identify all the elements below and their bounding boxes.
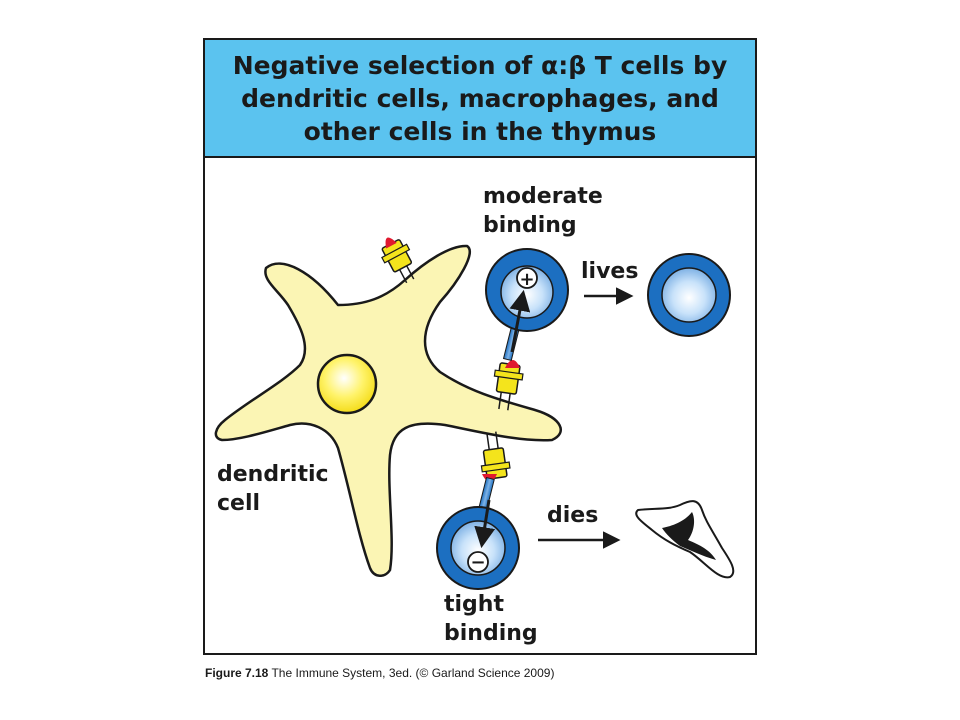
label-tight: tight xyxy=(444,592,504,617)
title-line-2: dendritic cells, macrophages, and xyxy=(241,83,719,113)
t-cell-survivor xyxy=(647,253,731,337)
t-cell-tight xyxy=(436,506,520,590)
signal-arrow-down xyxy=(474,499,496,549)
apoptotic-cell xyxy=(635,500,735,579)
label-binding-bottom: binding xyxy=(444,621,538,646)
title-line-3: other cells in the thymus xyxy=(303,116,657,146)
label-cell: cell xyxy=(217,491,261,516)
label-dendritic: dendritic xyxy=(217,462,329,487)
signal-arrow-up xyxy=(509,289,531,353)
minus-sign-circle xyxy=(467,551,489,573)
alpha-beta-symbol: α:β xyxy=(541,50,587,80)
title-banner: Negative selection of α:β T cells by den… xyxy=(205,40,755,158)
peptide-moderate xyxy=(505,360,520,368)
caption-text: The Immune System, 3ed. (© Garland Scien… xyxy=(268,666,555,680)
plus-sign-circle xyxy=(516,267,538,289)
dendritic-cell xyxy=(214,244,562,577)
figure-caption: Figure 7.18 The Immune System, 3ed. (© G… xyxy=(205,666,554,680)
plus-sign: + xyxy=(519,269,534,290)
label-lives: lives xyxy=(581,259,639,284)
label-moderate: moderate xyxy=(483,184,603,209)
caption-figure-number: Figure 7.18 xyxy=(205,666,269,680)
minus-sign: − xyxy=(470,552,485,573)
label-binding-top: binding xyxy=(483,213,577,238)
mhc-molecule-unbound xyxy=(381,237,415,284)
mhc-molecule-tight xyxy=(480,431,511,480)
label-dies: dies xyxy=(547,503,599,528)
mhc-molecule-moderate xyxy=(493,362,524,411)
t-cell-moderate xyxy=(485,248,569,332)
title-line-1: Negative selection of α:β T cells by xyxy=(232,50,728,80)
nucleus xyxy=(316,353,378,415)
